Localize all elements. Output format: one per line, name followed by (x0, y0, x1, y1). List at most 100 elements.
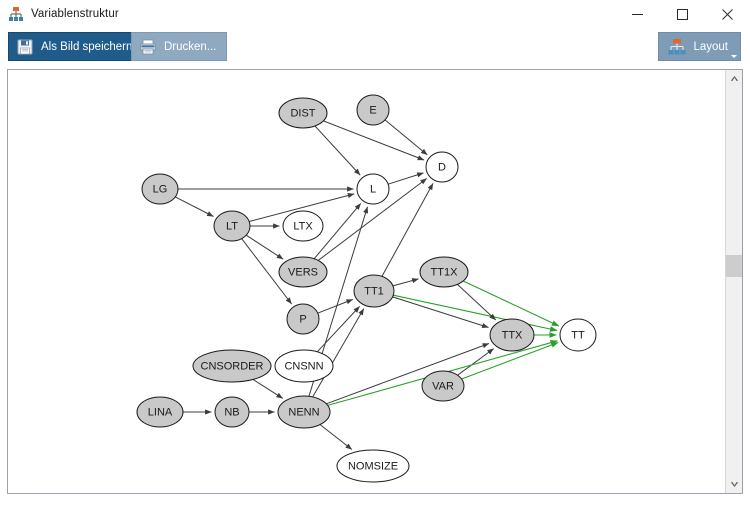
graph-node[interactable]: NOMSIZE (336, 449, 410, 483)
graph-edge (381, 183, 434, 277)
hierarchy-icon (8, 6, 24, 22)
graph-node[interactable]: TT1X (419, 256, 469, 288)
node-label: P (299, 314, 306, 326)
graph-node[interactable]: NB (214, 396, 250, 428)
close-button[interactable] (705, 0, 750, 28)
graph-edge (175, 196, 214, 217)
toolbar: Als Bild speichern... Drucken... (0, 28, 750, 66)
graph-edge (317, 178, 428, 261)
graph-node[interactable]: VERS (278, 256, 328, 288)
minimize-button[interactable] (615, 0, 660, 28)
graph-node[interactable]: LT (213, 210, 251, 242)
graph-edge (326, 343, 490, 405)
printer-icon (138, 37, 158, 57)
node-shape[interactable] (559, 318, 597, 352)
graph-edge (392, 278, 419, 287)
graph-edge (392, 296, 489, 329)
node-shape[interactable] (278, 97, 328, 129)
print-button[interactable]: Drucken... (131, 32, 228, 61)
maximize-button[interactable] (660, 0, 705, 28)
layout-button[interactable]: Layout (658, 32, 741, 61)
print-label: Drucken... (164, 40, 217, 53)
layout-label: Layout (693, 40, 728, 53)
graph-edge (245, 234, 284, 260)
vertical-scrollbar[interactable] (725, 70, 742, 493)
node-shape[interactable] (141, 173, 179, 205)
node-shape[interactable] (213, 210, 251, 242)
graph-node[interactable]: CNSNN (274, 349, 334, 383)
node-shape[interactable] (489, 318, 535, 352)
graph-edge (323, 120, 425, 161)
graph-node[interactable]: TT1 (353, 274, 395, 308)
graph-node[interactable]: LTX (282, 210, 324, 242)
graph-edge (241, 238, 292, 305)
graph-edge (317, 298, 353, 314)
node-label: VERS (288, 267, 318, 279)
node-shape[interactable] (274, 349, 334, 383)
node-shape[interactable] (425, 151, 459, 183)
node-label: NOMSIZE (348, 461, 398, 473)
scroll-up-button[interactable] (726, 70, 742, 87)
save-as-image-button[interactable]: Als Bild speichern... (8, 32, 153, 61)
graph-node[interactable]: TTX (489, 318, 535, 352)
node-shape[interactable] (282, 210, 324, 242)
node-label: NENN (288, 407, 319, 419)
node-shape[interactable] (419, 256, 469, 288)
node-label: TT1X (431, 267, 459, 279)
node-label: L (370, 184, 376, 196)
node-label: LINA (148, 407, 173, 419)
node-label: D (438, 162, 446, 174)
graph-node[interactable]: DIST (278, 97, 328, 129)
node-shape[interactable] (336, 449, 410, 483)
node-label: TT (571, 330, 585, 342)
graph-edge (462, 280, 560, 327)
node-shape[interactable] (192, 349, 272, 383)
graph-node[interactable]: TT (559, 318, 597, 352)
graph-node[interactable]: D (425, 151, 459, 183)
graph-node[interactable]: P (286, 303, 320, 335)
graph-edge (457, 348, 494, 376)
node-label: CNSORDER (201, 361, 264, 373)
graph-edge (393, 294, 558, 332)
hierarchy-icon (667, 37, 687, 57)
node-label: LT (226, 221, 238, 233)
graph-node[interactable]: LINA (136, 396, 184, 428)
save-as-image-label: Als Bild speichern... (41, 40, 142, 53)
node-shape[interactable] (136, 396, 184, 428)
node-label: LTX (293, 221, 313, 233)
node-layer: DIST E D L LG LT LTX VERS P TT1 TT1X TTX TT VAR CNSORD… (136, 94, 597, 483)
graph-node[interactable]: NENN (277, 395, 331, 429)
node-shape[interactable] (277, 395, 331, 429)
node-shape[interactable] (286, 303, 320, 335)
graph-edge (252, 379, 284, 399)
graph-edge (313, 203, 362, 260)
scroll-down-button[interactable] (726, 476, 742, 493)
node-label: LG (153, 184, 168, 196)
graph-edge (384, 119, 428, 156)
node-shape[interactable] (278, 256, 328, 288)
node-shape[interactable] (356, 173, 390, 205)
node-label: CNSNN (284, 361, 323, 373)
graph-node[interactable]: L (356, 173, 390, 205)
graph-node[interactable]: CNSORDER (192, 349, 272, 383)
variable-structure-graph[interactable]: DIST E D L LG LT LTX VERS P TT1 TT1X TTX TT VAR CNSORD… (8, 70, 726, 493)
chevron-down-icon[interactable] (731, 55, 737, 58)
node-label: DIST (290, 108, 315, 120)
node-shape[interactable] (353, 274, 395, 308)
node-label: TT1 (364, 286, 384, 298)
title-bar: Variablenstruktur (0, 0, 750, 28)
node-shape[interactable] (421, 370, 465, 402)
node-shape[interactable] (356, 94, 390, 126)
node-label: VAR (432, 381, 454, 393)
node-shape[interactable] (214, 396, 250, 428)
node-label: NB (224, 407, 239, 419)
window-controls (615, 0, 750, 28)
graph-edge (461, 341, 559, 380)
scrollbar-track[interactable] (726, 87, 742, 476)
graph-node[interactable]: VAR (421, 370, 465, 402)
graph-canvas[interactable]: DIST E D L LG LT LTX VERS P TT1 TT1X TTX TT VAR CNSORD… (8, 70, 726, 493)
window-title: Variablenstruktur (31, 8, 119, 20)
graph-node[interactable]: E (356, 94, 390, 126)
scrollbar-thumb[interactable] (726, 255, 742, 277)
graph-node[interactable]: LG (141, 173, 179, 205)
